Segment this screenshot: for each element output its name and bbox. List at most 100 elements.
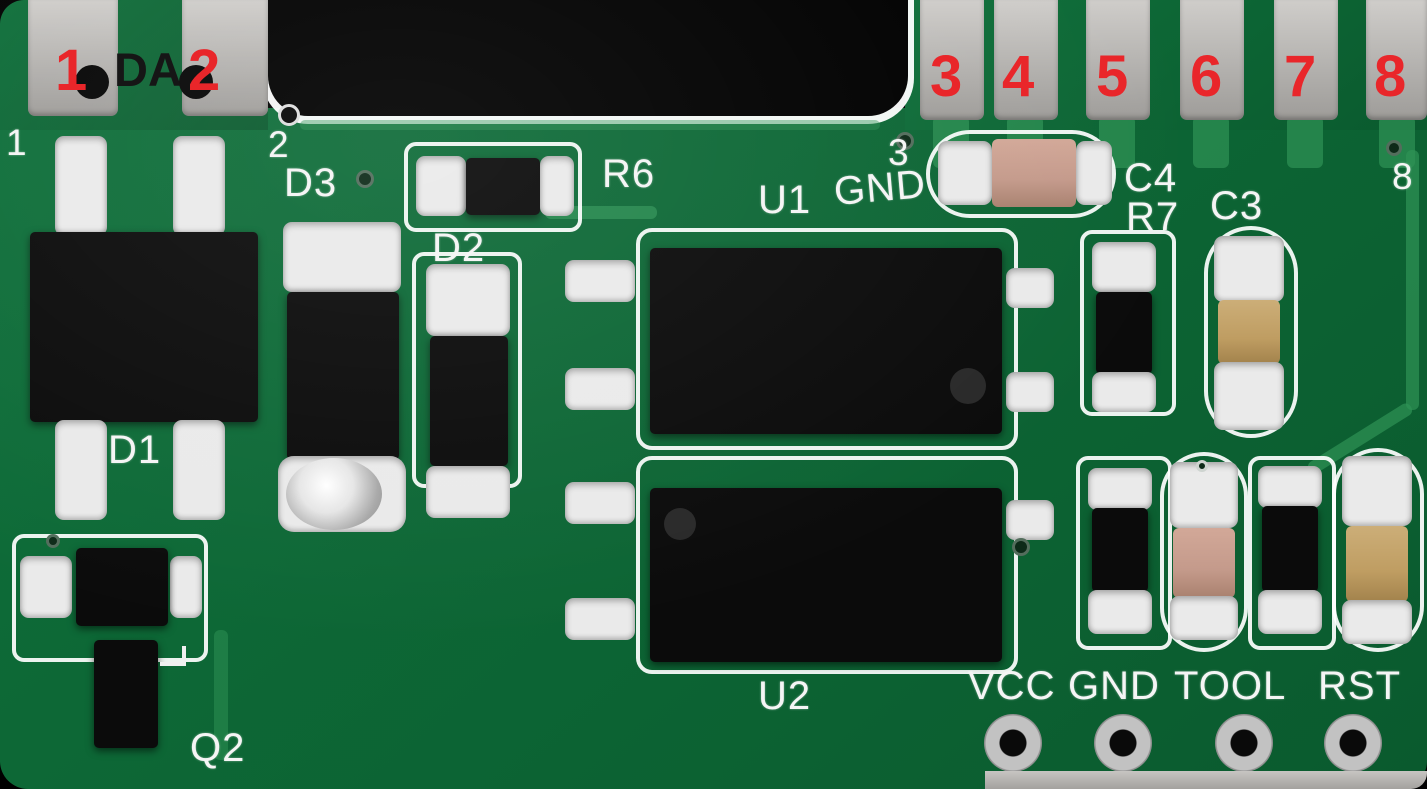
silkscreen-corner-mark — [160, 646, 186, 666]
smd-pad — [1076, 141, 1112, 205]
trace — [1406, 150, 1419, 410]
smd-pad — [416, 156, 466, 216]
silkscreen-pin8-label: 8 — [1392, 156, 1414, 197]
smd-pad — [1006, 372, 1054, 412]
red-pin-annotation-8: 8 — [1374, 44, 1407, 109]
smd-pad — [1214, 362, 1284, 430]
smd-pad — [20, 556, 72, 618]
edge-tab-5 — [1086, 0, 1150, 120]
tab-hole-2 — [179, 65, 213, 99]
trace — [1193, 116, 1229, 168]
smd-pad — [283, 222, 401, 292]
silkscreen-da-label: DA — [114, 43, 182, 96]
through-hole-pad-rst — [1324, 714, 1382, 772]
solder-dome — [286, 458, 382, 530]
silkscreen-c4-label: C4 — [1124, 156, 1178, 200]
silkscreen-u2-label: U2 — [758, 674, 812, 718]
smd-pad — [173, 420, 225, 520]
capacitor-c4-body — [992, 139, 1076, 207]
silkscreen-outline-c4 — [926, 130, 1116, 218]
via — [46, 534, 60, 548]
silkscreen-gnd-top-label: GND — [832, 162, 928, 214]
edge-tab-3 — [920, 0, 984, 120]
smd-pad — [55, 420, 107, 520]
silkscreen-r7-label: R7 — [1126, 195, 1180, 239]
smd-pad — [1258, 590, 1322, 634]
silkscreen-d2-label: D2 — [432, 226, 486, 270]
smd-pad — [1088, 590, 1152, 634]
smd-pad — [1214, 236, 1284, 302]
component-q2-lead — [94, 640, 158, 748]
silkscreen-q2-label: Q2 — [190, 726, 246, 770]
smd-pad — [170, 556, 202, 618]
bottom-edge-plating — [985, 771, 1427, 789]
red-pin-annotation-1: 1 — [55, 38, 88, 103]
small-board-hole — [278, 104, 300, 126]
via — [1012, 538, 1030, 556]
edge-tab-4 — [994, 0, 1058, 120]
silkscreen-pin2-label: 2 — [268, 124, 290, 165]
smd-pad — [1342, 456, 1412, 526]
edge-tab-7 — [1274, 0, 1338, 120]
silkscreen-vcc-label: VCC — [968, 664, 1056, 708]
smd-pad — [173, 136, 225, 236]
u2-pin1-dot — [664, 508, 696, 540]
component-d2-body — [430, 336, 508, 466]
smd-pad — [1170, 462, 1238, 528]
smd-pad — [565, 260, 635, 302]
capacitor-body — [1346, 526, 1408, 602]
tab-hole-1 — [75, 65, 109, 99]
smd-pad — [55, 136, 107, 236]
notch-cutout — [268, 0, 908, 116]
silkscreen-outline-u1 — [636, 228, 1018, 450]
component-r6-body — [466, 158, 540, 215]
smd-pad — [1092, 242, 1156, 292]
smd-pad — [426, 264, 510, 336]
component-u2-body — [650, 488, 1002, 662]
silkscreen-c3-label: C3 — [1210, 184, 1264, 228]
trace — [214, 630, 228, 760]
silkscreen-pin3-label: 3 — [888, 132, 910, 173]
component-d1-body — [30, 232, 258, 422]
smd-pad — [1006, 500, 1054, 540]
smd-pad — [565, 482, 635, 524]
component-body — [1092, 508, 1148, 592]
red-pin-annotation-3: 3 — [930, 44, 963, 109]
silkscreen-outline — [1076, 456, 1172, 650]
silkscreen-outline — [1160, 452, 1248, 652]
u1-pin1-dot — [950, 368, 986, 404]
silkscreen-outline-u2 — [636, 456, 1018, 674]
red-pin-annotation-7: 7 — [1284, 44, 1317, 109]
through-hole-pad-gnd — [1094, 714, 1152, 772]
via — [1196, 460, 1208, 472]
smd-pad — [1170, 596, 1238, 640]
smd-pad — [426, 466, 510, 518]
component-d3-body — [287, 292, 399, 460]
smd-pad — [565, 598, 635, 640]
silkscreen-outline-r6 — [404, 142, 582, 232]
edge-tab-6 — [1180, 0, 1244, 120]
smd-pad — [938, 141, 992, 205]
silkscreen-d3-label: D3 — [284, 161, 338, 205]
silkscreen-r6-label: R6 — [602, 152, 656, 196]
smd-pad — [1006, 268, 1054, 308]
board-edge-top-right — [905, 0, 1427, 130]
via — [356, 170, 374, 188]
component-r7-body — [1096, 292, 1152, 374]
silkscreen-outline-r7 — [1080, 230, 1176, 416]
silkscreen-rst-label: RST — [1318, 664, 1401, 708]
component-body — [1262, 506, 1318, 592]
silkscreen-tool-label: TOOL — [1174, 664, 1287, 708]
capacitor-body — [1173, 528, 1235, 598]
trace — [1287, 116, 1323, 168]
silkscreen-u1-label: U1 — [758, 178, 812, 222]
through-hole-pad-vcc — [984, 714, 1042, 772]
smd-pad — [1092, 372, 1156, 412]
smd-pad — [565, 368, 635, 410]
red-pin-annotation-5: 5 — [1096, 44, 1129, 109]
edge-tab-1 — [28, 0, 118, 116]
red-pin-annotation-2: 2 — [188, 38, 221, 103]
component-q2-body — [76, 548, 168, 626]
silkscreen-outline — [1332, 448, 1424, 652]
